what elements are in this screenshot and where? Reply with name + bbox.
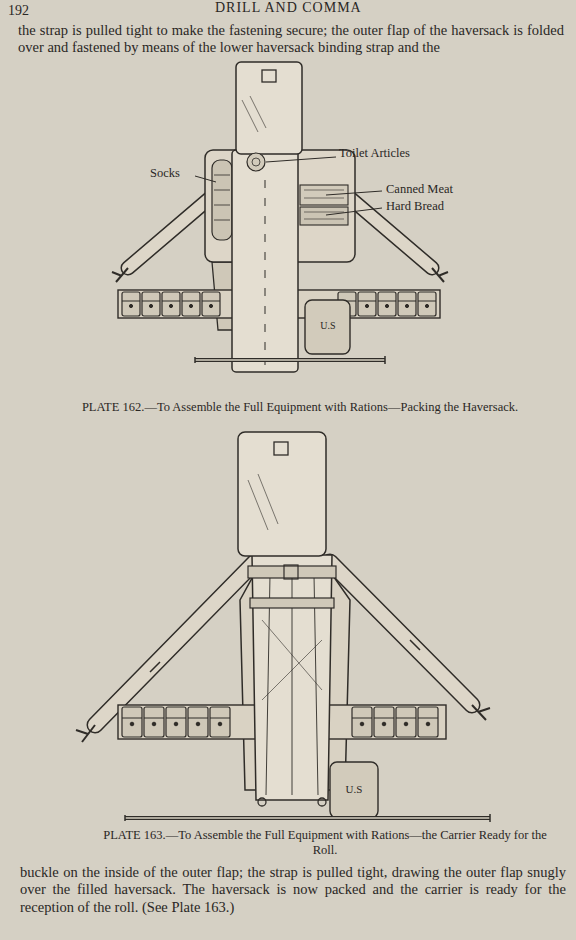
plate-caption: PLATE 162.—To Assemble the Full Equipmen… — [50, 400, 550, 415]
stencil-mark: U.S — [339, 783, 369, 796]
plate-163-drawing — [76, 432, 490, 822]
callout-label: Hard Bread — [386, 199, 486, 214]
plate-162-drawing — [112, 62, 448, 372]
plate-caption: PLATE 163.—To Assemble the Full Equipmen… — [95, 828, 555, 858]
running-head: DRILL AND COMMA — [215, 0, 515, 17]
callout-label: Toilet Articles — [339, 146, 449, 161]
callout-label: Socks — [150, 166, 194, 181]
callout-label: Canned Meat — [386, 182, 486, 197]
body-text: buckle on the inside of the outer flap; … — [20, 864, 566, 916]
page-number: 192 — [8, 3, 48, 20]
stencil-mark: U.S — [313, 320, 343, 332]
body-text: the strap is pulled tight to make the fa… — [18, 22, 564, 57]
